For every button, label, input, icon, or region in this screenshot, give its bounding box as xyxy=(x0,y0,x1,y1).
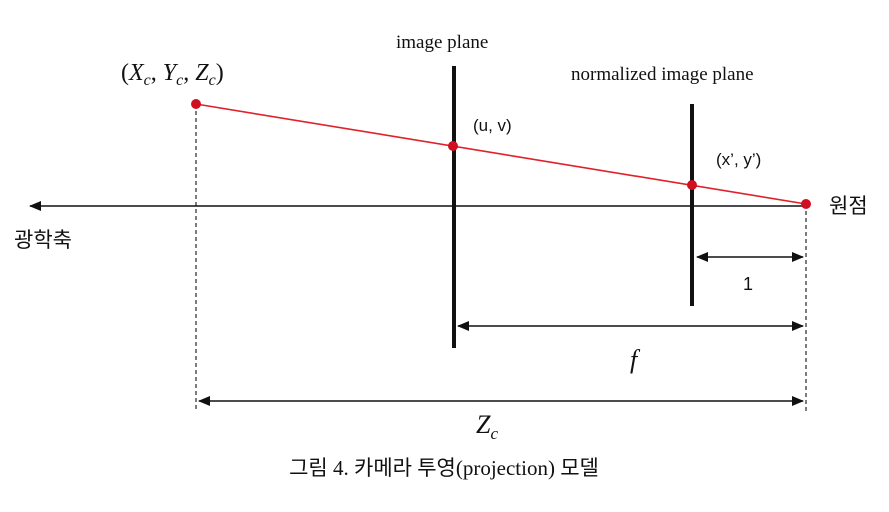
image-point-label: (u, v) xyxy=(473,116,512,135)
projection-ray xyxy=(195,103,807,205)
unit-distance-label: 1 xyxy=(743,274,753,294)
optical-axis-label: 광학축 xyxy=(14,229,72,252)
normalized-point-label: (x’, y’) xyxy=(716,150,761,169)
image-plane-label: image plane xyxy=(396,32,488,53)
origin-marker xyxy=(801,199,811,209)
normalized-point-marker xyxy=(687,180,697,190)
depth-label: Zc xyxy=(476,410,498,443)
figure-caption: 그림 4. 카메라 투영(projection) 모델 xyxy=(289,456,599,480)
origin-label: 원점 xyxy=(829,195,868,218)
point-3d-label: (Xc, Yc, Zc) xyxy=(121,60,224,89)
point-3d-marker xyxy=(191,99,201,109)
normalized-image-plane-label: normalized image plane xyxy=(571,64,754,85)
image-point-marker xyxy=(448,141,458,151)
focal-length-label: f xyxy=(630,345,641,374)
